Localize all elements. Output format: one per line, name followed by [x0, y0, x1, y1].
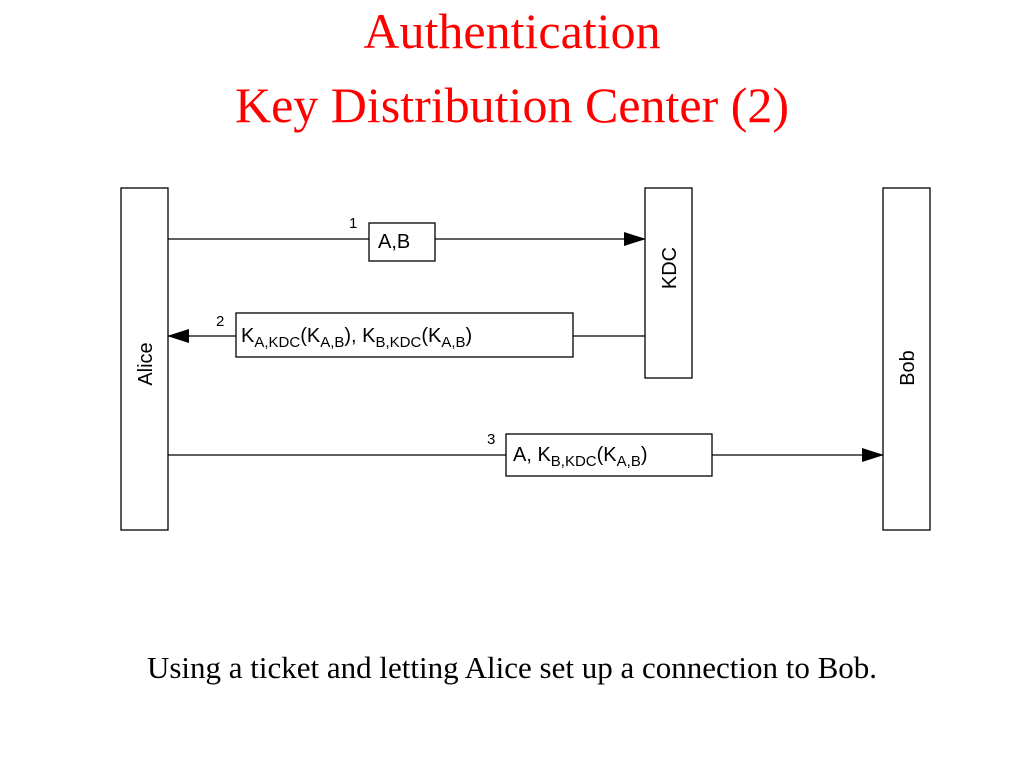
alice-box [120, 187, 169, 531]
message-3-step-number: 3 [487, 431, 495, 448]
message-1-step-number: 1 [349, 215, 357, 232]
label-text: (K [421, 325, 442, 347]
alice-label: Alice [135, 342, 157, 385]
message-3: A, KB,KDC(KA,B) 3 [168, 431, 884, 477]
slide-title-line-2: Key Distribution Center (2) [234, 77, 790, 133]
bob-label: Bob [897, 350, 919, 386]
subscript-text: B,KDC [551, 453, 597, 470]
message-1-label: A,B [378, 231, 410, 253]
message-2: KA,KDC(KA,B), KB,KDC(KA,B) 2 [167, 312, 645, 358]
slide-title-line-1: Authentication [363, 3, 661, 59]
subscript-text: A,B [441, 334, 465, 351]
subscript-text: A,KDC [254, 334, 300, 351]
label-text: (K [300, 325, 321, 347]
label-text: K [241, 325, 255, 347]
message-2-label-box [235, 312, 574, 358]
kdc-label: KDC [659, 247, 681, 289]
subscript-text: A,B [617, 453, 641, 470]
message-2-step-number: 2 [216, 313, 224, 330]
label-text: ), K [344, 325, 376, 347]
alice-participant: Alice [120, 187, 169, 531]
label-text: ) [466, 325, 473, 347]
subscript-text: A,B [320, 334, 344, 351]
message-3-label: A, KB,KDC(KA,B) [513, 444, 648, 470]
bob-participant: Bob [882, 187, 931, 531]
message-2-label: KA,KDC(KA,B), KB,KDC(KA,B) [241, 325, 472, 351]
subscript-text: B,KDC [376, 334, 422, 351]
bob-box [882, 187, 931, 531]
kdc-participant: KDC [644, 187, 693, 379]
label-text: ) [641, 444, 648, 466]
label-text: (K [597, 444, 618, 466]
label-text: A,B [378, 231, 410, 253]
message-1: A,B 1 [168, 215, 646, 262]
message-3-label-box [505, 433, 713, 477]
message-1-label-box [368, 222, 436, 262]
label-text: A, K [513, 444, 551, 466]
slide-caption: Using a ticket and letting Alice set up … [146, 650, 878, 685]
kdc-box [644, 187, 693, 379]
